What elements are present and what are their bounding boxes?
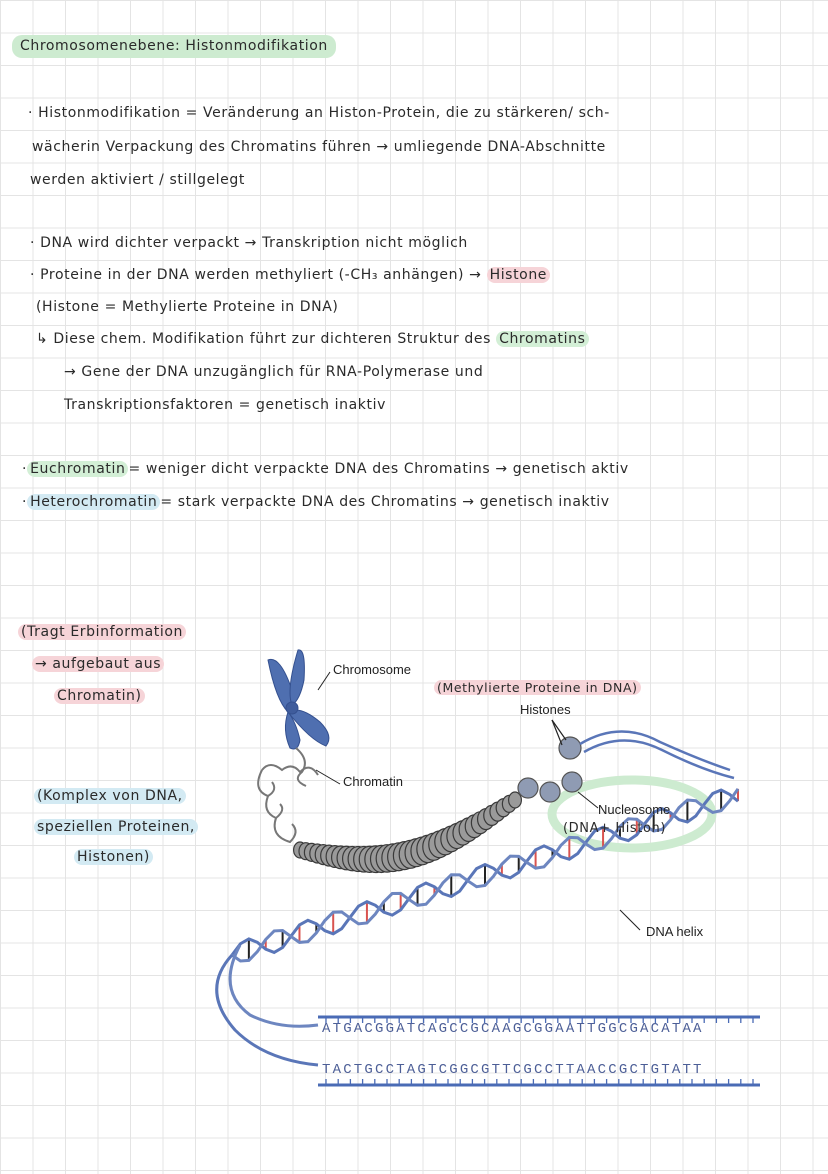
- chromatin-fiber: [293, 791, 523, 874]
- point-genes-inaccessible: → Gene der DNA unzugänglich für RNA-Poly…: [64, 364, 484, 380]
- heterochromatin-definition: ·Heterochromatin= stark verpackte DNA de…: [22, 494, 610, 510]
- label-dna-helix: DNA helix: [646, 924, 704, 939]
- label-nucleosome: Nucleosome: [598, 802, 671, 817]
- chromatin-note-3: Histonen): [74, 849, 153, 865]
- page-title: Chromosomenebene: Histonmodifikation: [12, 35, 336, 58]
- label-chromatin: Chromatin: [343, 774, 403, 789]
- helix-strand-a: [230, 788, 739, 956]
- point-histone-definition: (Histone = Methylierte Proteine in DNA): [36, 299, 339, 315]
- helix-loop-a: [215, 953, 319, 1067]
- base-pair-ladder: [318, 1015, 760, 1087]
- definition-line-3: werden aktiviert / stillgelegt: [30, 172, 245, 188]
- dna-sequence-top: ATGACGGATCAGCCGCAAGCGGAATTGGCGACATAA: [322, 1021, 704, 1037]
- chromosome-note-3: Chromatin): [54, 688, 145, 704]
- label-nucleosome-note: (DNA+ Histon): [563, 821, 667, 836]
- label-leaders: [315, 671, 641, 931]
- helix-loop-b: [228, 944, 319, 1028]
- chromatin-note-1: (Komplex von DNA,: [34, 788, 186, 804]
- histone-beads: [517, 719, 583, 803]
- chromatin-coil: [257, 747, 319, 844]
- label-chromosome: Chromosome: [333, 662, 412, 677]
- dna-helix: [215, 787, 740, 1067]
- chromatin-term: Chromatins: [496, 331, 589, 347]
- point-transcription-factors: Transkriptionsfaktoren = genetisch inakt…: [64, 397, 386, 413]
- dna-sequence-bottom: TACTGCCTAGTCGGCGTTCGCCTTAACCGCTGTATT: [322, 1062, 704, 1078]
- histone-term: Histone: [486, 267, 551, 283]
- chromatin-note-2: speziellen Proteinen,: [34, 819, 198, 835]
- point-modification: ↳ Diese chem. Modifikation führt zur dic…: [36, 331, 589, 347]
- euchromatin-term: Euchromatin: [27, 461, 129, 477]
- label-histones: Histones: [520, 702, 571, 717]
- nucleosome-highlight: [547, 775, 717, 853]
- euchromatin-definition: ·Euchromatin= weniger dicht verpackte DN…: [22, 461, 629, 477]
- definition-line-1: · Histonmodifikation = Veränderung an Hi…: [28, 105, 610, 121]
- chromosome-shape: [267, 649, 330, 750]
- point-methylation: · Proteine in der DNA werden methyliert …: [30, 267, 551, 283]
- definition-line-2: wächerin Verpackung des Chromatins führe…: [32, 139, 606, 155]
- heterochromatin-term: Heterochromatin: [27, 494, 161, 510]
- nucleosome-bead: [508, 791, 523, 809]
- chromosome-note-2: → aufgebaut aus: [32, 656, 165, 672]
- label-histones-note: (Methylierte Proteine in DNA): [434, 680, 641, 695]
- chromosome-note-1: (Tragt Erbinformation: [18, 624, 187, 640]
- dna-upper-strand: [579, 730, 735, 780]
- helix-strand-b: [231, 787, 740, 963]
- point-dense-packing: · DNA wird dichter verpackt → Transkript…: [30, 235, 468, 251]
